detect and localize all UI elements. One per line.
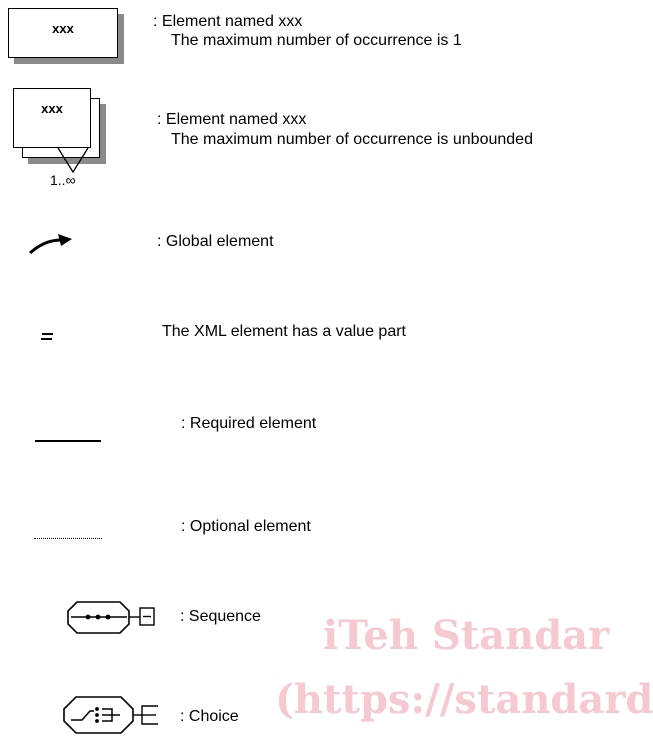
- single-element-desc-line1: : Element named xxx: [153, 13, 303, 30]
- multiplicity-label: 1..∞: [50, 172, 76, 188]
- single-element-desc-line2: The maximum number of occurrence is 1: [171, 32, 462, 49]
- required-element-desc: : Required element: [181, 415, 317, 432]
- global-element-desc: : Global element: [157, 233, 274, 250]
- value-part-desc: The XML element has a value part: [162, 323, 406, 340]
- sequence-desc: : Sequence: [180, 608, 261, 625]
- optional-line: [34, 538, 102, 539]
- choice-desc: : Choice: [180, 708, 239, 725]
- value-part-icon: [41, 333, 53, 340]
- watermark-line2: (https://standards: [275, 676, 653, 723]
- multiplicity-pointer-icon: [57, 147, 89, 174]
- single-element-box-label: xxx: [52, 21, 74, 36]
- multi-element-desc-line1: : Element named xxx: [157, 111, 307, 128]
- multi-element-box: xxx: [13, 88, 91, 148]
- required-line: [35, 440, 101, 442]
- choice-icon: [63, 696, 158, 734]
- optional-element-desc: : Optional element: [181, 518, 311, 535]
- global-element-icon: [28, 234, 72, 255]
- single-element-box: xxx: [8, 8, 118, 58]
- multi-element-box-label: xxx: [41, 101, 63, 116]
- watermark-line1: iTeh Standar: [323, 612, 610, 659]
- multi-element-desc-line2: The maximum number of occurrence is unbo…: [171, 131, 533, 148]
- sequence-icon: [67, 601, 155, 634]
